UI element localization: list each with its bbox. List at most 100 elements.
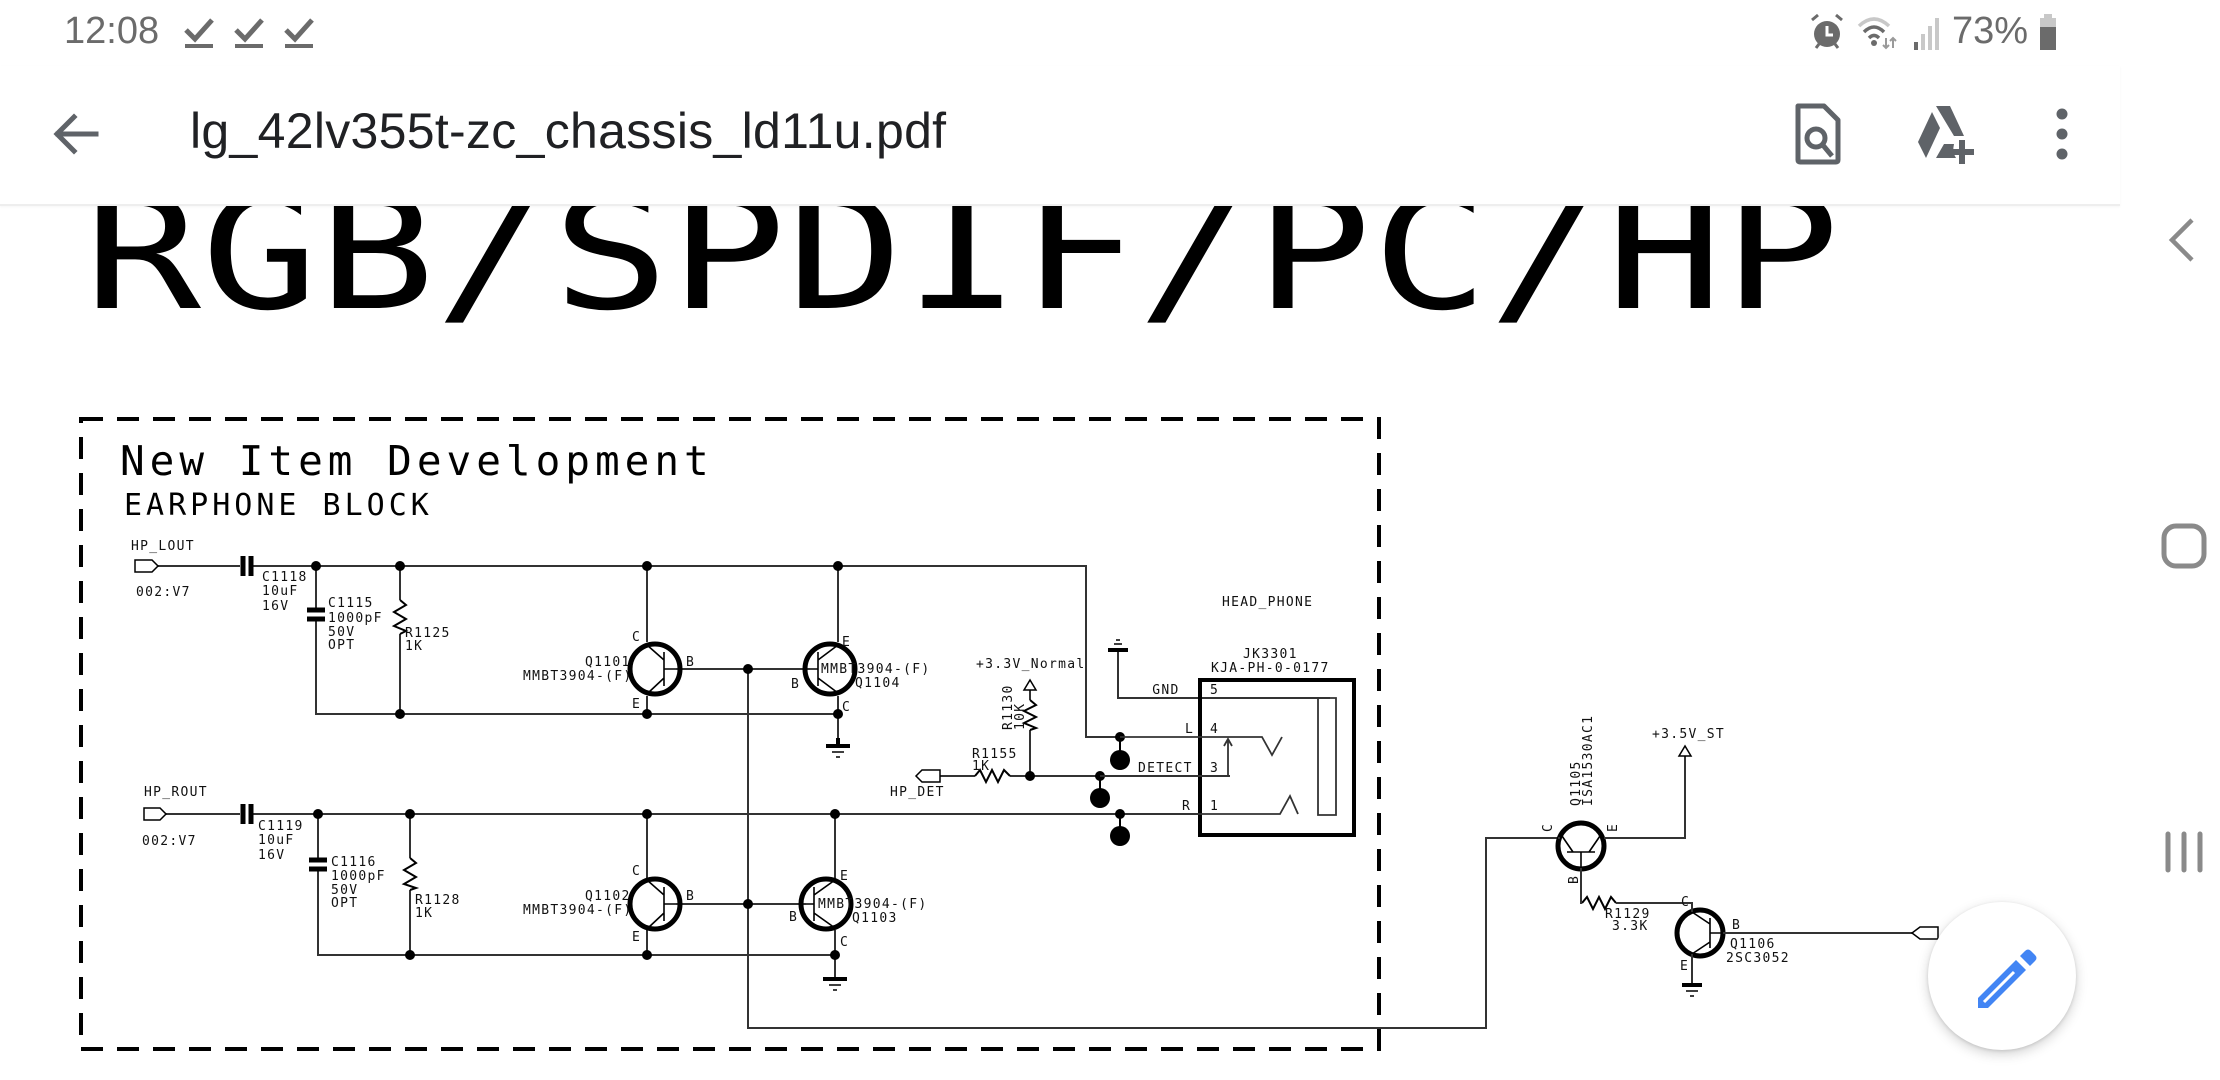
page-heading: RGB/SPDIF/PC/HP [84,204,1840,346]
document-title: lg_42lv355t-zc_chassis_ld11u.pdf [190,103,947,159]
q1103-part: MMBT3904-(F) [818,897,928,912]
q1103-name: Q1103 [852,911,898,926]
q1104-pin-b: B [791,677,800,692]
transistor-q1103 [798,876,854,932]
q1102-pin-c: C [632,864,641,879]
capacitor-c1118 [240,556,254,576]
pencil-edit-icon [1978,949,2037,1008]
c1115-voltage: 50V [328,625,355,640]
wires [158,565,1560,1029]
r1130-value: 10K [1013,703,1028,730]
q1103-pin-b: B [789,910,798,925]
net-ref-hp-rout: 002:V7 [142,834,197,849]
alarm-icon [1811,13,1843,49]
r1130-name: R1130 [1001,684,1016,730]
c1116-opt: OPT [331,896,358,911]
q1106-pin-e: E [1680,959,1689,974]
q1101-name: Q1101 [585,655,631,670]
net-label-head-phone: HEAD_PHONE [1222,595,1313,610]
c1118-voltage: 16V [262,599,289,614]
block-subtitle: EARPHONE BLOCK [124,488,433,523]
back-icon[interactable] [2154,210,2214,270]
battery-percent: 73% [1952,10,2029,52]
resistor-r1128 [401,857,420,891]
q1102-name: Q1102 [585,889,631,904]
q1105-pin-c: C [1541,823,1556,832]
c1119-voltage: 16V [258,848,285,863]
r1155-name: R1155 [972,747,1018,762]
block-boundary [79,417,1381,1051]
jack-pin-gnd-num: 5 [1210,683,1219,698]
c1115-name: C1115 [328,596,374,611]
capacitor-c1119 [240,804,254,824]
c1116-name: C1116 [331,855,377,870]
c1115-opt: OPT [328,638,355,653]
jack-pin-r-name: R [1182,799,1191,814]
pdf-page[interactable]: RGB/SPDIF/PC/HP New Item Development EAR… [0,204,2120,1080]
q1105-part: ISA1530AC1 [1581,715,1596,806]
ground-symbols [823,639,1702,997]
q1104-part: MMBT3904-(F) [821,662,931,677]
more-vert-icon[interactable] [2030,102,2094,166]
net-label-hp-rout: HP_ROUT [144,785,208,800]
net-label-3v5: +3.5V_ST [1652,727,1725,742]
q1102-pin-b: B [686,889,695,904]
capacitor-c1115 [307,607,325,622]
c1119-value: 10uF [258,833,295,848]
q1105-pin-e: E [1606,823,1621,832]
battery-icon [2040,13,2057,50]
status-right: 73% [1808,10,2058,53]
jack-pin-detect-num: 3 [1210,761,1219,776]
jk3301-part: KJA-PH-0-0177 [1211,661,1330,676]
q1101-part: MMBT3904-(F) [523,669,633,684]
resistor-r1125 [391,599,409,635]
q1104-pin-c: C [842,700,851,715]
app-toolbar: lg_42lv355t-zc_chassis_ld11u.pdf [0,66,2120,206]
r1125-value: 1K [405,639,423,654]
q1103-pin-c: C [840,935,849,950]
q1104-pin-e: E [842,635,851,650]
transistor-q1106 [1674,907,1726,959]
q1101-pin-e: E [632,697,641,712]
c1116-voltage: 50V [331,883,358,898]
transistor-q1104 [802,641,858,697]
r1129-value: 3.3K [1612,919,1649,934]
c1118-name: C1118 [262,570,308,585]
transistor-q1105 [1555,820,1607,872]
capacitor-c1116 [309,857,327,872]
status-time: 12:08 [64,10,160,52]
find-in-document-icon[interactable] [1786,102,1850,166]
port-hp-rout [143,807,168,821]
edit-fab-button[interactable] [1928,902,2076,1050]
recents-icon[interactable] [2154,822,2214,882]
status-bar: 12:08 73% [0,0,2120,66]
transistor-q1101 [627,641,683,697]
headphone-jack-jk3301 [1100,678,1356,837]
q1106-name: Q1106 [1730,937,1776,952]
transistor-q1102 [627,876,683,932]
resistor-r1155 [974,767,1011,785]
net-label-3v3: +3.3V_Normal [976,657,1086,672]
jack-pin-detect-name: DETECT [1138,761,1193,776]
jack-pin-l-num: 4 [1210,722,1219,737]
home-icon[interactable] [2154,516,2214,576]
c1115-value: 1000pF [328,611,383,626]
q1106-part: 2SC3052 [1726,951,1790,966]
schematic: RGB/SPDIF/PC/HP New Item Development EAR… [79,204,1939,1051]
q1102-pin-e: E [632,930,641,945]
q1104-name: Q1104 [855,676,901,691]
download-done-icon [284,18,314,48]
q1106-pin-c: C [1681,895,1690,910]
power-arrow-3v3 [1022,678,1038,691]
r1128-name: R1128 [415,893,461,908]
standby-wires [1558,752,1912,984]
resistor-r1130 [1021,699,1039,731]
power-arrow-3v5 [1677,744,1693,757]
c1118-value: 10uF [262,584,299,599]
add-to-drive-icon[interactable] [1914,102,1978,166]
download-done-icon [184,18,214,48]
arrow-left-icon[interactable] [48,106,104,162]
jack-pin-r-num: 1 [1210,799,1219,814]
r1125-name: R1125 [405,626,451,641]
signal-icon [1914,17,1939,50]
